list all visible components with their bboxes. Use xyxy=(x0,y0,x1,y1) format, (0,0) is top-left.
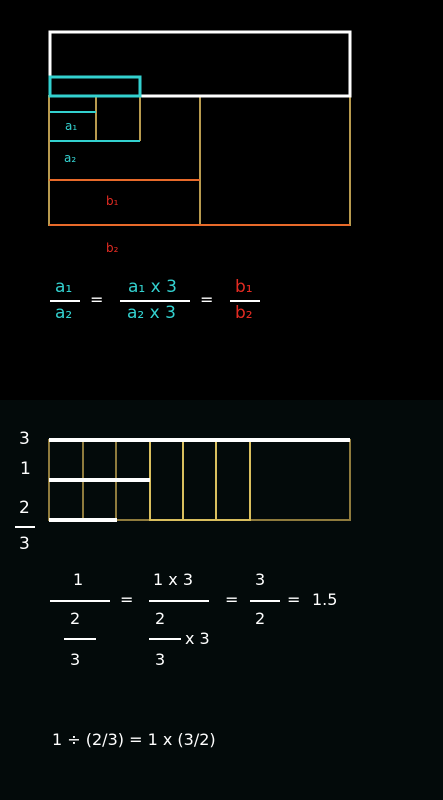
white-bars xyxy=(49,438,350,522)
eq2-bar3 xyxy=(250,600,280,602)
label-b2: b₂ xyxy=(106,241,119,255)
label-b1: b₁ xyxy=(106,194,119,208)
eq2-bar1 xyxy=(50,600,110,602)
bar-label-fraction-bar xyxy=(15,526,35,528)
label-a1: a₁ xyxy=(65,119,78,133)
label-a2: a₂ xyxy=(64,151,77,165)
eq2-equals-1: = xyxy=(120,590,134,609)
eq2-den2-bar xyxy=(149,638,181,640)
eq-rhs-denominator: b₂ xyxy=(235,303,253,323)
eq2-equals-3: = xyxy=(287,590,301,609)
eq2-bar2 xyxy=(149,600,209,602)
eq2-den1-den: 3 xyxy=(70,650,81,669)
eq2-num2: 1 x 3 xyxy=(153,570,193,589)
eq-mid-numerator: a₁ x 3 xyxy=(128,277,177,297)
eq-mid-denominator: a₂ x 3 xyxy=(127,303,176,323)
eq-lhs-fraction-bar xyxy=(50,300,80,302)
nested-rectangles-diagram xyxy=(48,30,352,226)
eq2-num3: 3 xyxy=(255,570,266,589)
eq2-den2-num: 2 xyxy=(155,609,166,628)
bright-block xyxy=(149,439,251,521)
cyan-rectangles xyxy=(48,75,142,142)
bar-label-two-thirds-num: 2 xyxy=(19,498,30,518)
eq2-result: 1.5 xyxy=(312,590,338,609)
white-rectangle xyxy=(48,30,352,98)
eq-rhs-fraction-bar xyxy=(230,300,260,302)
bar-label-one: 1 xyxy=(20,459,31,479)
eq-lhs-denominator: a₂ xyxy=(55,303,73,323)
eq2-den2-den: 3 xyxy=(155,650,166,669)
eq2-den2-mult: x 3 xyxy=(185,629,210,648)
eq-lhs-numerator: a₁ xyxy=(55,277,73,297)
eq-rhs-numerator: b₁ xyxy=(235,277,253,297)
eq2-den1-num: 2 xyxy=(70,609,81,628)
bright-gold-grid xyxy=(149,439,251,521)
eq-equals-1: = xyxy=(90,290,104,309)
cyan-top-rect xyxy=(48,75,142,98)
eq2-den1-bar xyxy=(64,638,96,640)
division-identity: 1 ÷ (2/3) = 1 x (3/2) xyxy=(52,730,216,749)
eq2-den3: 2 xyxy=(255,609,266,628)
eq-mid-fraction-bar xyxy=(120,300,190,302)
eq2-num1: 1 xyxy=(73,570,84,589)
eq2-equals-2: = xyxy=(225,590,239,609)
bar-label-two-thirds-den: 3 xyxy=(19,534,30,554)
bar-label-three: 3 xyxy=(19,429,30,449)
red-lines xyxy=(49,179,350,226)
eq-equals-2: = xyxy=(200,290,214,309)
top-panel xyxy=(0,0,443,400)
